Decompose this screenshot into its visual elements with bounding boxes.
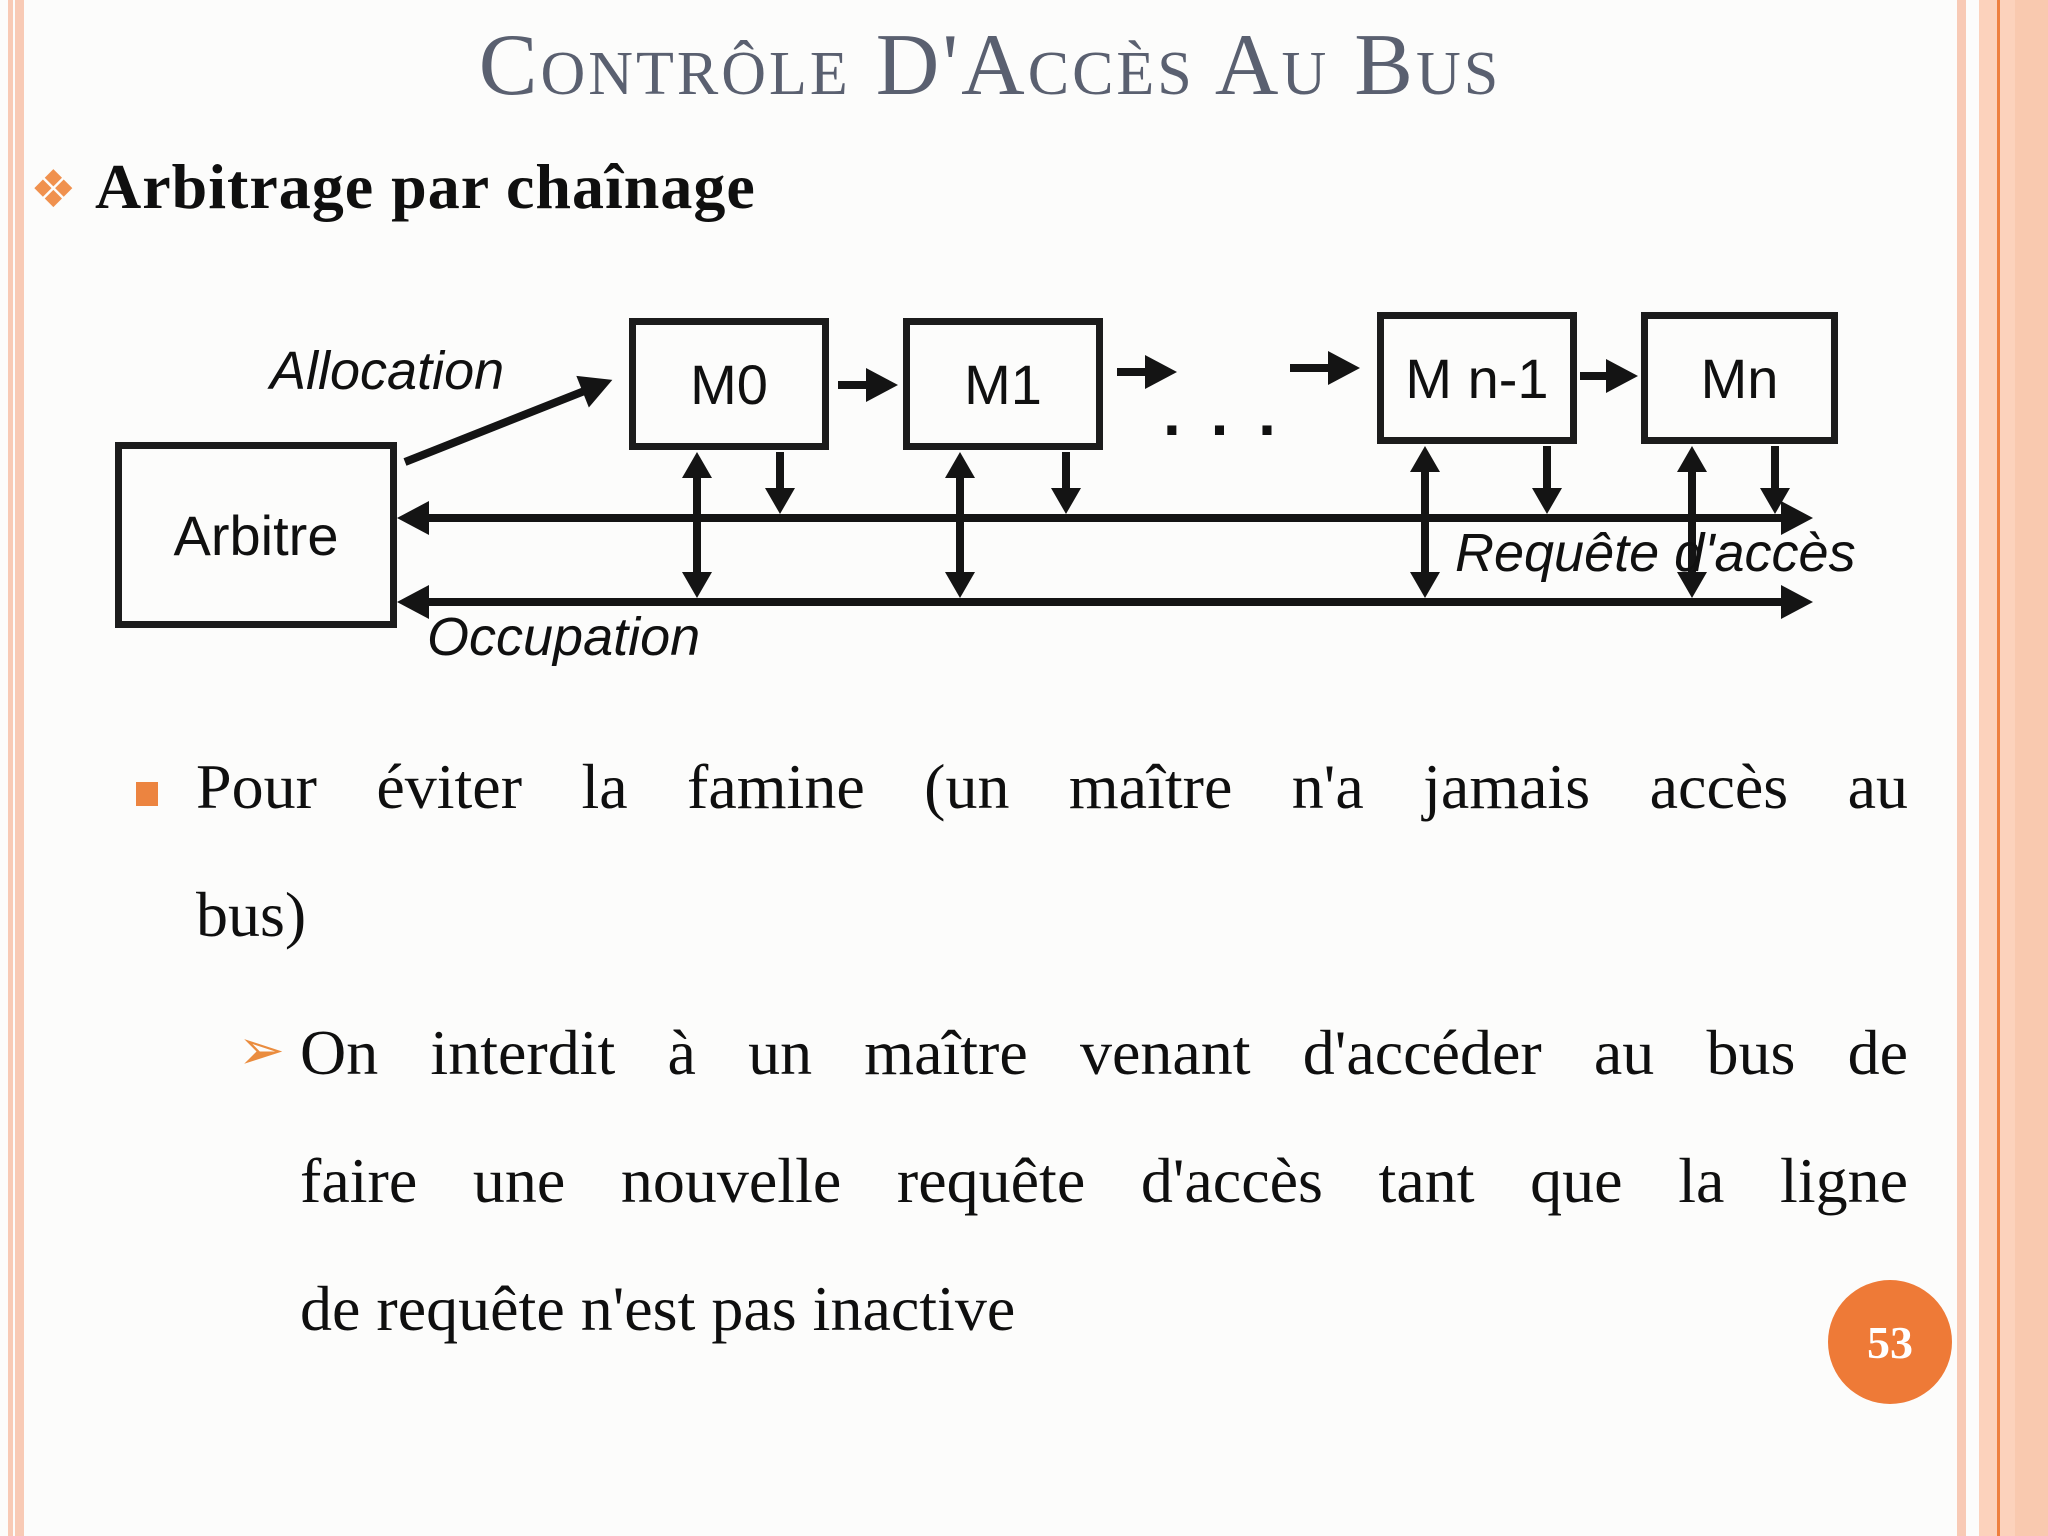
chain-arrow-m0-m1 <box>838 381 872 389</box>
down-arrowhead-icon <box>1051 488 1081 514</box>
master-box-mn: Mn <box>1641 312 1838 444</box>
mn-1-bidir-arrow <box>1421 460 1429 584</box>
bullet-interdit-line3: de requête n'est pas inactive <box>300 1273 1016 1344</box>
bullet-interdit-line1: On interdit à un maître venant d'accéder… <box>300 1017 1908 1088</box>
arbiter-label: Arbitre <box>173 503 339 567</box>
down-arrowhead-icon <box>1410 572 1440 598</box>
heading-arbitrage: Arbitrage par chaînage <box>95 151 756 222</box>
chain-arrow-m1-dots <box>1117 368 1151 376</box>
allocation-arrowhead-icon <box>576 364 619 408</box>
m1-down-arrow <box>1062 452 1070 496</box>
master-label-mn: Mn <box>1700 346 1779 410</box>
chain-arrow-dots-mn-1 <box>1290 364 1330 372</box>
m0-bidir-arrow <box>693 466 701 584</box>
bullet-famine-line1: Pour éviter la famine (un maître n'a jam… <box>196 751 1908 822</box>
requete-bus-line <box>415 514 1785 522</box>
mn-1-down-arrow <box>1543 446 1551 496</box>
chain-arrowhead-icon <box>1328 351 1360 385</box>
chain-arrow-mn-1-mn <box>1580 372 1612 380</box>
right-border-stripe-thin <box>1957 0 1966 1536</box>
down-arrowhead-icon <box>682 572 712 598</box>
master-label-m0: M0 <box>690 352 768 416</box>
master-box-mn-1: M n-1 <box>1377 312 1577 444</box>
left-border-stripe-wide <box>15 0 24 1536</box>
up-arrowhead-icon <box>682 452 712 478</box>
mn-bidir-arrow <box>1688 460 1696 584</box>
occupation-bus-line <box>415 598 1785 606</box>
master-box-m1: M1 <box>903 318 1103 450</box>
bullet-interdit-line2: faire une nouvelle requête d'accès tant … <box>300 1145 1908 1216</box>
requete-left-arrowhead-icon <box>397 501 429 535</box>
chain-arrowhead-icon <box>866 368 898 402</box>
down-arrowhead-icon <box>1760 488 1790 514</box>
requete-acces-label: Requête d'accès <box>1455 523 1856 583</box>
bullet-famine-line2: bus) <box>196 879 307 950</box>
down-arrowhead-icon <box>1532 488 1562 514</box>
occupation-right-arrowhead-icon <box>1781 585 1813 619</box>
square-bullet-icon <box>136 782 158 806</box>
m0-down-arrow <box>776 452 784 496</box>
master-box-m0: M0 <box>629 318 829 450</box>
occupation-left-arrowhead-icon <box>397 585 429 619</box>
page-number: 53 <box>1867 1316 1913 1368</box>
up-arrowhead-icon <box>1410 446 1440 472</box>
mn-down-arrow <box>1771 446 1779 496</box>
down-arrowhead-icon <box>1677 572 1707 598</box>
ellipsis-dots: . . . <box>1163 377 1282 449</box>
arbiter-box: Arbitre <box>115 442 397 628</box>
chain-arrowhead-icon <box>1145 355 1177 389</box>
diamond-bullet-icon: ❖ <box>30 160 77 220</box>
left-border-stripe-thin <box>8 0 13 1536</box>
down-arrowhead-icon <box>945 572 975 598</box>
right-border-band-outer <box>2015 0 2048 1536</box>
up-arrowhead-icon <box>1677 446 1707 472</box>
chevron-bullet-icon: ➢ <box>238 1018 285 1083</box>
chain-arrowhead-icon <box>1606 359 1638 393</box>
occupation-label: Occupation <box>427 607 701 667</box>
right-border-accent-line <box>1997 0 2000 1536</box>
allocation-label: Allocation <box>270 341 505 401</box>
down-arrowhead-icon <box>765 488 795 514</box>
slide-title: Contrôle D'Accès Au Bus <box>478 17 1502 114</box>
master-label-mn-1: M n-1 <box>1405 346 1549 410</box>
up-arrowhead-icon <box>945 452 975 478</box>
page-number-badge: 53 <box>1828 1280 1952 1404</box>
m1-bidir-arrow <box>956 466 964 584</box>
master-label-m1: M1 <box>964 352 1042 416</box>
